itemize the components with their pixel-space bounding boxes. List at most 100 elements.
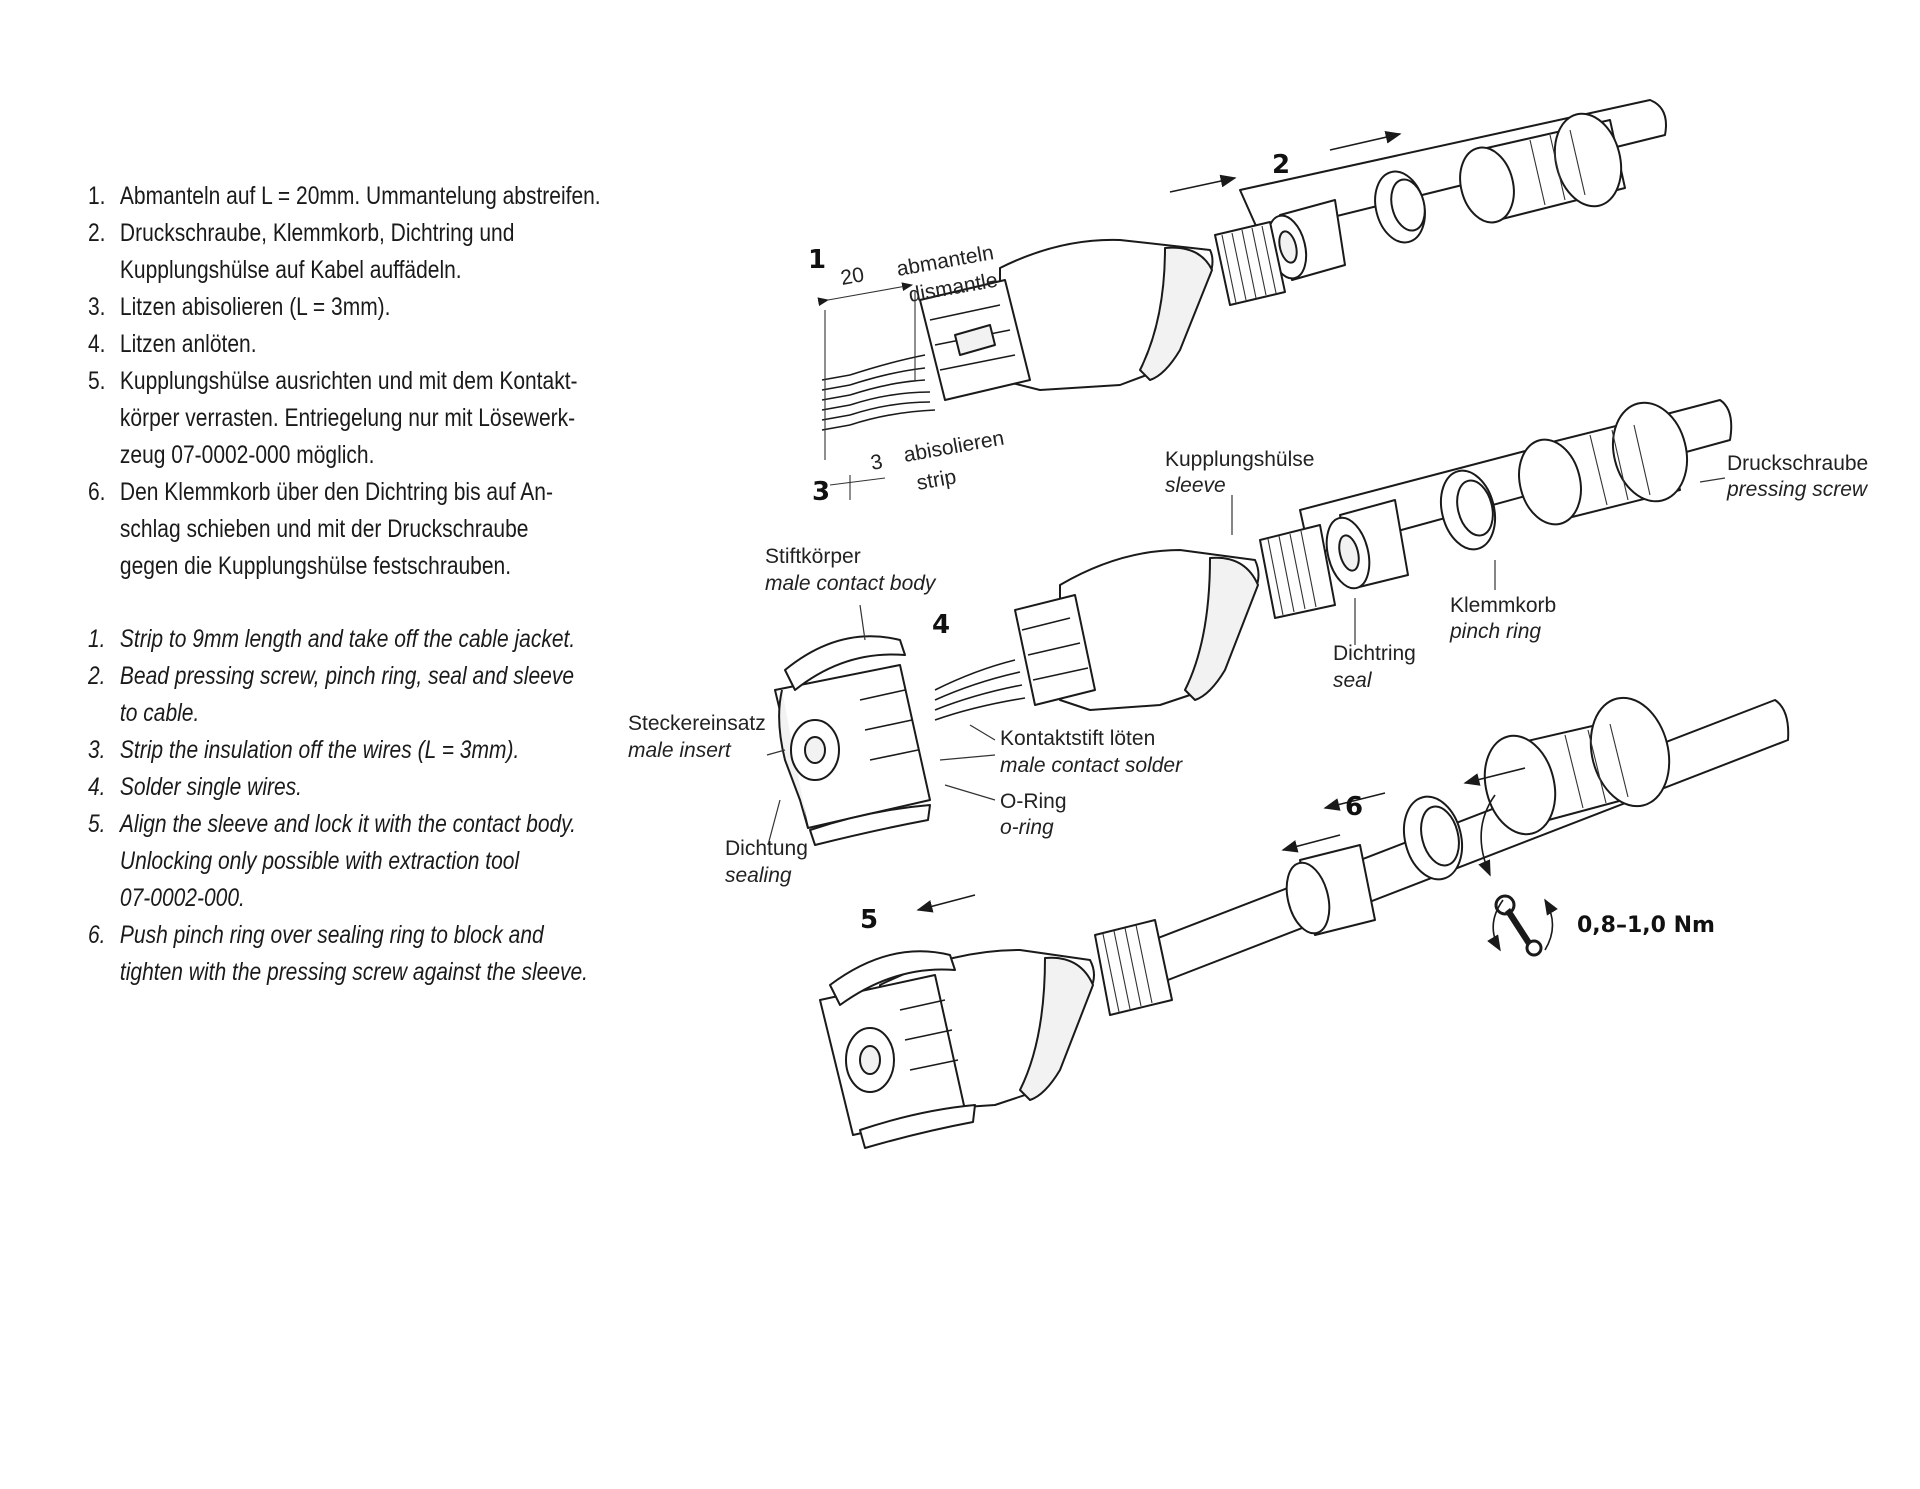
step-line: 5. Align the sleeve and lock it with the … (88, 806, 576, 843)
label-seal-en: seal (1333, 669, 1373, 692)
pinch-ring-2 (1439, 469, 1497, 551)
step-number: 5. (88, 810, 106, 838)
step-line: 4. Solder single wires. (88, 769, 558, 806)
step-text: gegen die Kupplungshülse festschrauben. (119, 552, 512, 580)
step-text: Kupplungshülse ausrichten und mit dem Ko… (119, 367, 578, 395)
step-text: Abmanteln auf L = 20mm. Ummantelung abst… (119, 182, 601, 210)
wrench-torque-icon (1487, 894, 1558, 957)
label-o-ring-en: o-ring (1000, 816, 1054, 839)
contact-body-1 (919, 279, 1031, 401)
seal-2 (1325, 499, 1409, 590)
contact-body-2 (1014, 594, 1096, 706)
label-sealing-en: sealing (725, 864, 792, 887)
step-text: zeug 07-0002-000 möglich. (119, 441, 375, 469)
step-text: Druckschraube, Klemmkorb, Dichtring und (119, 219, 515, 247)
pinch-ring-3 (1402, 795, 1464, 881)
step-number: 1. (88, 625, 106, 653)
step-line: Kupplungshülse auf Kabel auffädeln. (88, 252, 558, 289)
step-text: Push pinch ring over sealing ring to blo… (119, 921, 544, 949)
step-marker-2: 2 (1272, 150, 1290, 180)
step-text: Bead pressing screw, pinch ring, seal an… (119, 662, 575, 690)
assembly-instructions: 1. Abmanteln auf L = 20mm. Ummantelung ab… (88, 178, 648, 991)
step-line: 6. Den Klemmkorb über den Dichtring bis a… (88, 474, 558, 511)
step-number: 3. (88, 736, 106, 764)
step-number: 4. (88, 330, 106, 358)
label-contact-body-de: Stiftkörper (765, 545, 861, 568)
label-pinch-ring-en: pinch ring (1449, 620, 1541, 643)
step-marker-5: 5 (860, 905, 878, 935)
step-line: 3. Litzen abisolieren (L = 3mm). (88, 289, 558, 326)
assembly-row-2 (766, 399, 1733, 846)
step-text: Unlocking only possible with extraction … (119, 847, 520, 875)
step-number: 3. (88, 293, 106, 321)
step-line: schlag schieben und mit der Druckschraub… (88, 511, 558, 548)
step-line: 1. Abmanteln auf L = 20mm. Ummantelung ab… (88, 178, 601, 215)
pressing-screw-1 (1459, 112, 1626, 224)
assembly-row-3 (819, 696, 1790, 1149)
step-text: körper verrasten. Entriegelung nur mit L… (119, 404, 576, 432)
step-line: 3.Strip the insulation off the wires (L … (88, 732, 558, 769)
pinch-ring-1 (1374, 170, 1426, 244)
step-text: Den Klemmkorb über den Dichtring bis auf… (119, 478, 553, 506)
label-contact-solder-en: male contact solder (1000, 754, 1183, 777)
step-number: 2. (88, 219, 106, 247)
step-text: Solder single wires. (119, 773, 303, 801)
step-number: 5. (88, 367, 106, 395)
steps-german: 1. Abmanteln auf L = 20mm. Ummantelung ab… (88, 178, 648, 585)
step-text: schlag schieben und mit der Druckschraub… (119, 515, 529, 543)
dim-insulation-en: strip (915, 465, 958, 495)
step-text: Align the sleeve and lock it with the co… (119, 810, 576, 838)
step-line: 6. Push pinch ring over sealing ring to b… (88, 917, 558, 954)
step-marker-1: 1 (808, 245, 826, 275)
seal-3 (1285, 844, 1376, 936)
wires-1 (821, 354, 936, 431)
step-line: körper verrasten. Entriegelung nur mit L… (88, 400, 575, 437)
label-sleeve-en: sleeve (1165, 474, 1226, 497)
step-line: 2.Bead pressing screw, pinch ring, seal … (88, 658, 574, 695)
step-line: 4. Litzen anlöten. (88, 326, 558, 363)
dim-insulation-de: abisolieren (902, 427, 1006, 467)
male-insert-4 (774, 635, 931, 846)
step-text: Litzen anlöten. (119, 330, 257, 358)
step-marker-4: 4 (932, 610, 950, 640)
step-number: 1. (88, 182, 106, 210)
step-text: to cable. (119, 699, 200, 727)
label-male-insert-en: male insert (628, 739, 732, 762)
step-marker-3: 3 (812, 477, 830, 507)
label-sleeve-de: Kupplungshülse (1165, 448, 1314, 471)
step-line: to cable. (88, 695, 558, 732)
step-line: 1. Strip to 9mm length and take off the c… (88, 621, 575, 658)
step-number: 6. (88, 478, 106, 506)
label-seal-de: Dichtring (1333, 642, 1416, 665)
step-line: 2. Druckschraube, Klemmkorb, Dichtring un… (88, 215, 558, 252)
step-line: 07-0002-000. (88, 880, 558, 917)
label-contact-solder-de: Kontaktstift löten (1000, 727, 1155, 750)
step-text: Litzen abisolieren (L = 3mm). (119, 293, 391, 321)
step-text: Strip to 9mm length and take off the cab… (119, 625, 576, 653)
step-line: gegen die Kupplungshülse festschrauben. (88, 548, 558, 585)
step-line: Unlocking only possible with extraction … (88, 843, 558, 880)
label-pressing-screw-en: pressing screw (1726, 478, 1869, 501)
pressing-screw-3 (1483, 696, 1671, 836)
step-number: 6. (88, 921, 106, 949)
dim-strip-length: 20 (839, 263, 866, 290)
step-text: tighten with the pressing screw against … (119, 958, 589, 986)
label-pinch-ring-de: Klemmkorb (1450, 594, 1556, 617)
assembly-row-1 (817, 99, 1667, 500)
steps-english: 1. Strip to 9mm length and take off the c… (88, 621, 648, 991)
step-line: 5. Kupplungshülse ausrichten und mit dem … (88, 363, 578, 400)
step-text: 07-0002-000. (119, 884, 245, 912)
label-o-ring-de: O-Ring (1000, 790, 1067, 813)
step-text: Kupplungshülse auf Kabel auffädeln. (119, 256, 462, 284)
label-male-insert-de: Steckereinsatz (628, 712, 766, 735)
pressing-screw-2 (1518, 401, 1688, 526)
label-sealing-de: Dichtung (725, 837, 808, 860)
label-contact-body-en: male contact body (765, 572, 937, 595)
step-line: tighten with the pressing screw against … (88, 954, 588, 991)
step-marker-6: 6 (1345, 792, 1363, 822)
step-number: 4. (88, 773, 106, 801)
sleeve-1 (999, 221, 1286, 391)
label-pressing-screw-de: Druckschraube (1727, 452, 1868, 475)
wires-2 (934, 659, 1026, 721)
